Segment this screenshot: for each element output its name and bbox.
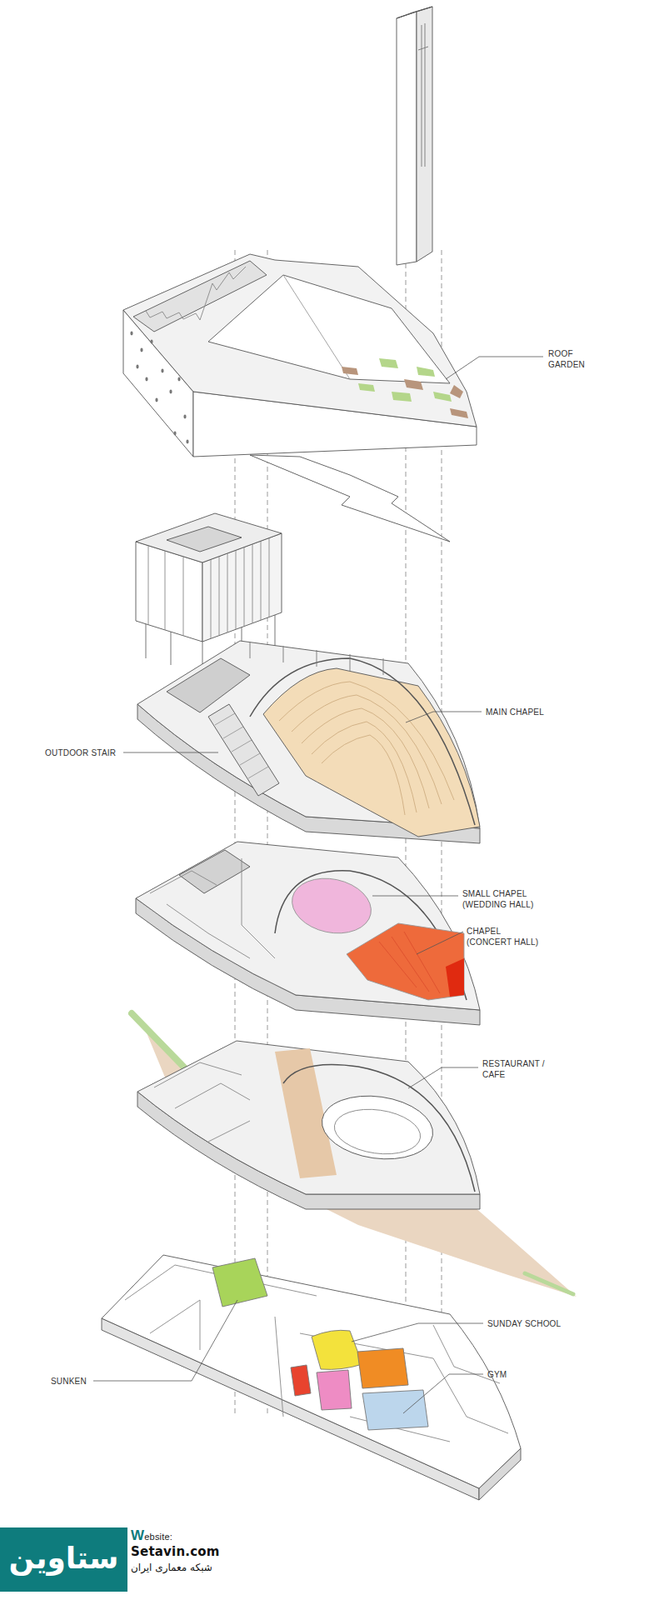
callout-label: CHAPEL (CONCERT HALL) — [466, 925, 545, 948]
callout-label: GYM — [487, 1368, 538, 1380]
callout-label: OUTDOOR STAIR — [44, 747, 137, 759]
basement-level — [101, 1254, 521, 1500]
callout-label: RESTAURANT / CAFE — [482, 1058, 553, 1080]
main-chapel-level — [137, 640, 480, 844]
callout-label: MAIN CHAPEL — [485, 706, 578, 718]
watermark-text: Setavin.com — [130, 1543, 248, 1561]
chapel-level — [135, 841, 480, 1025]
restaurant-level — [131, 1013, 577, 1297]
callout-label: ROOF GARDEN — [548, 348, 600, 370]
callout-label: SUNDAY SCHOOL — [487, 1317, 588, 1329]
watermark-text: Website: — [130, 1526, 231, 1545]
watermark-logo: ستاوین — [0, 1541, 128, 1575]
watermark-text: شبکه معماری ایران — [130, 1561, 248, 1575]
leader-lines — [93, 356, 544, 1413]
bell-tower — [396, 6, 433, 265]
callout-label: SMALL CHAPEL (WEDDING HALL) — [462, 888, 543, 910]
callout-label: SUNKEN — [50, 1375, 101, 1387]
watermark-box — [0, 1527, 128, 1592]
roof-level — [123, 254, 477, 542]
